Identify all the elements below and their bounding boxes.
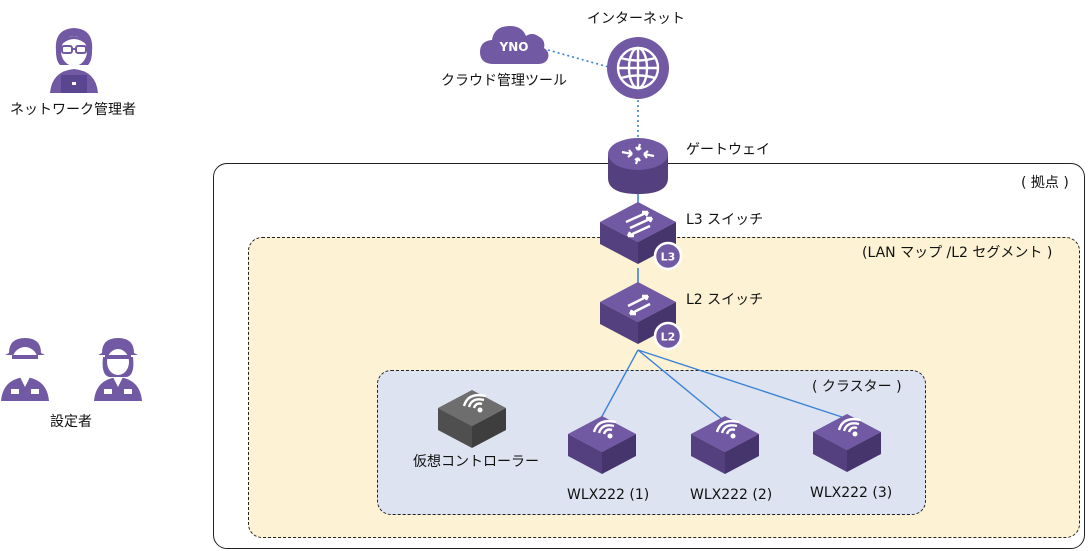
gateway-router-icon — [606, 136, 670, 196]
l2-switch-icon: L2 — [598, 280, 688, 352]
access-point-1-label: WLX222 (1) — [567, 487, 650, 503]
l2-switch-label: L2 スイッチ — [686, 292, 764, 308]
virtual-controller-icon — [436, 388, 508, 450]
network-admin-label: ネットワーク管理者 — [10, 102, 136, 118]
cloud-internet-link — [547, 49, 613, 69]
access-point-2-label: WLX222 (2) — [690, 487, 773, 503]
network-admin-icon — [46, 25, 102, 95]
l3-badge-text: L3 — [661, 251, 676, 264]
cloud-label: クラウド管理ツール — [441, 73, 567, 89]
internet-globe-icon — [606, 36, 670, 100]
access-point-2-icon — [689, 414, 761, 476]
l2-ap2-link — [637, 349, 724, 421]
virtual-controller-label: 仮想コントローラー — [413, 454, 539, 470]
configurer-female-icon — [93, 335, 143, 401]
l3-switch-icon: L3 — [598, 200, 688, 272]
site-label: ( 拠点 ) — [1021, 175, 1069, 191]
cluster-label: ( クラスター ) — [812, 379, 902, 395]
internet-label: インターネット — [587, 11, 685, 27]
configurer-male-icon — [0, 335, 50, 401]
gateway-label: ゲートウェイ — [686, 142, 770, 158]
l3-switch-label: L3 スイッチ — [686, 212, 764, 228]
access-point-3-label: WLX222 (3) — [810, 485, 893, 501]
l2-ap1-link — [599, 349, 639, 421]
configurers-label: 設定者 — [50, 414, 92, 430]
cloud-icon: YNO — [478, 20, 550, 68]
cloud-badge-text: YNO — [499, 40, 529, 54]
l2-ap3-link — [637, 349, 846, 419]
access-point-3-icon — [811, 412, 883, 474]
l2-badge-text: L2 — [661, 331, 676, 344]
access-point-1-icon — [566, 414, 638, 476]
lan-segment-label: (LAN マップ /L2 セグメント ) — [862, 245, 1053, 261]
